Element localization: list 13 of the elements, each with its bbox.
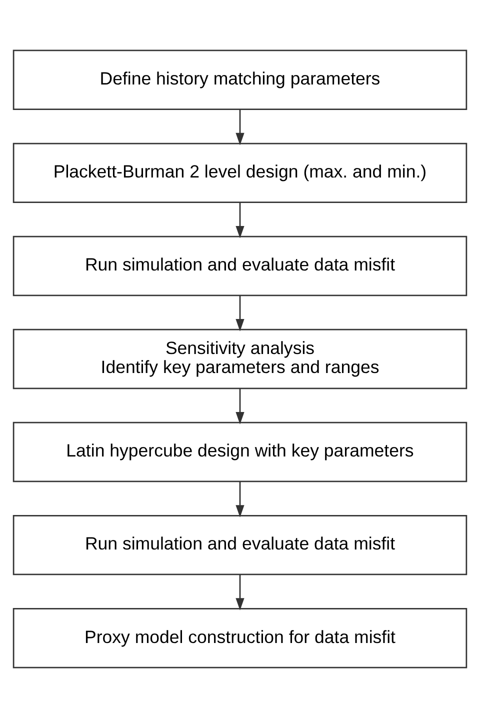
node-box: Run simulation and evaluate data misfit bbox=[12, 514, 468, 576]
node-box: Sensitivity analysis Identify key parameters and ranges bbox=[12, 328, 468, 390]
node-box: Proxy model construction for data misfit bbox=[12, 608, 468, 668]
arrow bbox=[236, 295, 244, 332]
arrow bbox=[236, 202, 244, 238]
node-box: Plackett-Burman 2 level design (max. and min.) bbox=[12, 142, 468, 204]
node-box: Define history matching parameters bbox=[12, 50, 468, 110]
node-box: Run simulation and evaluate data misfit bbox=[12, 236, 468, 296]
arrow bbox=[236, 574, 244, 610]
arrow bbox=[236, 109, 244, 146]
node-box: Latin hypercube design with key parameters bbox=[12, 422, 468, 482]
arrow bbox=[236, 388, 244, 424]
arrow bbox=[236, 481, 244, 518]
